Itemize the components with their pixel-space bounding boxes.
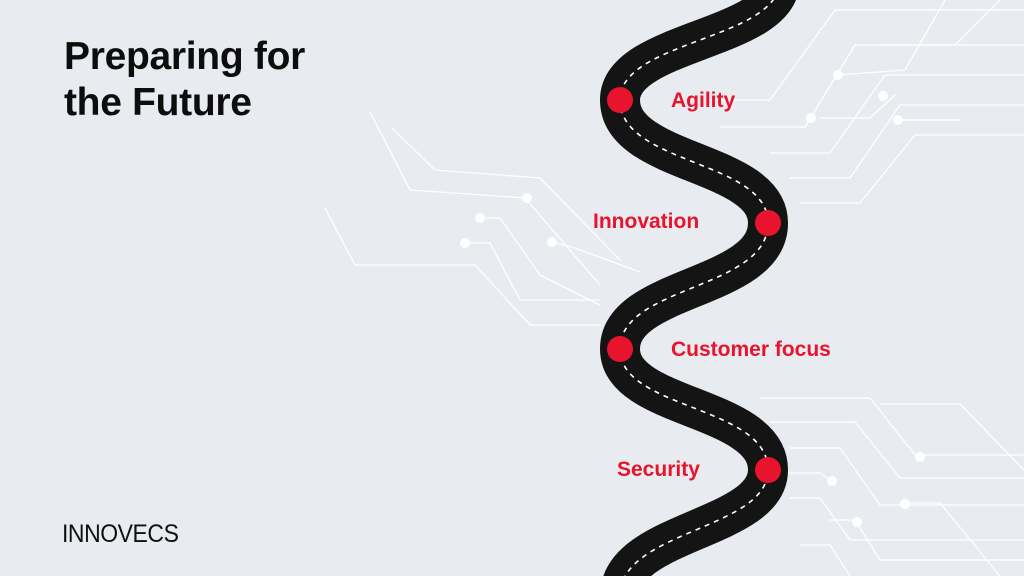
circuit-trace xyxy=(879,0,1001,46)
circuit-trace xyxy=(324,207,601,326)
milestone-label-customer-focus: Customer focus xyxy=(671,338,831,361)
circuit-trace xyxy=(789,104,1024,179)
page-title-line-2: the Future xyxy=(64,81,252,124)
circuit-trace xyxy=(839,0,946,76)
brand-logo: INNOVECS xyxy=(62,520,179,548)
page-title: Preparing for the Future xyxy=(64,34,305,126)
circuit-trace xyxy=(709,9,1024,101)
circuit-trace xyxy=(551,241,641,273)
circuit-trace xyxy=(879,403,1024,471)
circuit-node xyxy=(827,476,837,486)
circuit-trace xyxy=(784,472,831,481)
circuit-trace xyxy=(769,74,1024,154)
circuit-trace xyxy=(789,497,1024,541)
circuit-node xyxy=(893,115,903,125)
milestone-marker-customer-focus xyxy=(607,336,633,362)
road-surface xyxy=(599,0,796,576)
circuit-node xyxy=(833,70,843,80)
milestone-marker-agility xyxy=(607,87,633,113)
milestone-marker-innovation xyxy=(755,210,781,236)
circuit-node xyxy=(852,517,862,527)
circuit-trace xyxy=(759,397,1024,456)
milestone-label-innovation: Innovation xyxy=(593,210,700,233)
circuit-trace xyxy=(769,421,1024,479)
circuit-node xyxy=(475,213,485,223)
circuit-trace xyxy=(789,447,1024,506)
circuit-node xyxy=(547,237,557,247)
circuit-trace xyxy=(369,111,601,286)
circuit-trace xyxy=(909,502,1001,576)
circuit-trace xyxy=(391,127,621,261)
circuit-node xyxy=(900,499,910,509)
circuit-node xyxy=(806,113,816,123)
page-title-line-1: Preparing for xyxy=(64,35,305,78)
circuit-node xyxy=(460,238,470,248)
circuit-trace xyxy=(799,134,1024,204)
circuit-trace xyxy=(799,544,851,576)
circuit-trace xyxy=(464,242,601,301)
milestone-label-security: Security xyxy=(617,458,700,481)
circuit-trace xyxy=(479,217,601,306)
circuit-trace xyxy=(829,519,1024,561)
circuit-node xyxy=(915,452,925,462)
circuit-node xyxy=(878,91,888,101)
circuit-node xyxy=(522,193,532,203)
milestone-label-agility: Agility xyxy=(671,89,736,112)
milestone-marker-security xyxy=(755,457,781,483)
circuit-trace xyxy=(819,94,896,119)
